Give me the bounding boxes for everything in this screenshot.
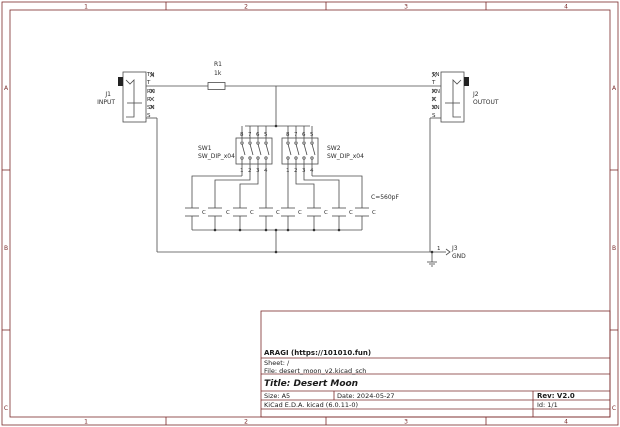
col-label-4-bottom: 4 bbox=[564, 419, 568, 426]
row-label-c-left: C bbox=[4, 405, 8, 412]
tb-id: Id: 1/1 bbox=[537, 401, 558, 409]
capacitor-4-label: C bbox=[276, 210, 280, 216]
title-block: ARAGI (https://101010.fun) Sheet: / File… bbox=[260, 310, 611, 418]
capacitor-wiring bbox=[191, 175, 363, 252]
row-label-b-right: B bbox=[612, 245, 616, 252]
sw2-ref: SW2 bbox=[327, 145, 341, 152]
col-label-3-top: 3 bbox=[404, 4, 408, 11]
j3-value: GND bbox=[452, 253, 466, 260]
r1-ref: R1 bbox=[214, 61, 222, 68]
signal-wires bbox=[146, 85, 441, 267]
tb-tool: KiCad E.D.A. kicad (6.0.11-0) bbox=[264, 401, 358, 409]
tb-size: Size: A5 bbox=[264, 392, 290, 400]
column-zones: 1 2 3 4 1 2 3 4 bbox=[84, 2, 568, 426]
j2-pin-tn: TN bbox=[431, 72, 439, 78]
capacitor-5[interactable]: C bbox=[281, 207, 302, 217]
col-label-3-bottom: 3 bbox=[404, 419, 408, 426]
capacitor-7[interactable]: C bbox=[332, 207, 353, 217]
connector-j3[interactable]: 1 J3 GND bbox=[437, 245, 466, 260]
tb-file: File: desert_moon_v2.kicad_sch bbox=[264, 367, 366, 375]
r1-value: 1k bbox=[214, 70, 222, 77]
col-label-2-bottom: 2 bbox=[244, 419, 248, 426]
jack-j2[interactable]: TN T RN R SN S J2 OUTOUT bbox=[431, 71, 499, 123]
col-label-1-top: 1 bbox=[84, 4, 88, 11]
col-label-2-top: 2 bbox=[244, 4, 248, 11]
junction-dots bbox=[213, 228, 341, 254]
switch-bus bbox=[245, 86, 310, 128]
capacitor-1[interactable]: C bbox=[185, 207, 206, 217]
j1-pin-t: T bbox=[146, 80, 151, 86]
j3-pin-1: 1 bbox=[437, 246, 441, 252]
j2-pin-rn: RN bbox=[432, 89, 440, 95]
j1-value: INPUT bbox=[97, 99, 115, 106]
tb-title: Title: Desert Moon bbox=[264, 379, 358, 389]
j2-pin-t: T bbox=[431, 80, 436, 86]
capacitor-2[interactable]: C bbox=[208, 207, 230, 217]
capacitor-5-label: C bbox=[298, 210, 302, 216]
tb-sheet: Sheet: / bbox=[264, 359, 290, 367]
capacitor-8-label: C bbox=[372, 210, 376, 216]
sw1-value: SW_DIP_x04 bbox=[198, 153, 235, 160]
j1-pin-s: S bbox=[147, 113, 151, 119]
capacitor-2-label: C bbox=[226, 210, 230, 216]
j2-pin-s: S bbox=[432, 113, 436, 119]
capacitor-4[interactable]: C bbox=[259, 207, 280, 217]
j1-pin-tn: TN bbox=[146, 72, 154, 78]
row-label-b-left: B bbox=[4, 245, 8, 252]
j1-ref: J1 bbox=[104, 91, 111, 98]
j1-pin-r: R bbox=[147, 97, 151, 103]
j3-ref: J3 bbox=[451, 245, 458, 252]
capacitor-8[interactable]: C bbox=[355, 207, 376, 217]
row-label-a-right: A bbox=[612, 85, 617, 92]
jack-j1[interactable]: TN T RN R SN S J1 INPUT bbox=[97, 71, 155, 123]
row-label-c-right: C bbox=[612, 405, 616, 412]
capacitor-6-label: C bbox=[324, 210, 328, 216]
capacitor-value-note: C=560pF bbox=[371, 194, 399, 201]
capacitor-1-label: C bbox=[202, 210, 206, 216]
col-label-1-bottom: 1 bbox=[84, 419, 88, 426]
j2-pin-sn: SN bbox=[432, 105, 440, 111]
tb-rev: Rev: V2.0 bbox=[537, 392, 575, 400]
dip-switch-sw1[interactable]: SW1 SW_DIP_x04 8 7 6 5 1 2 3 4 bbox=[198, 126, 273, 176]
j2-value: OUTOUT bbox=[473, 99, 499, 106]
tb-company: ARAGI (https://101010.fun) bbox=[264, 349, 371, 357]
capacitor-3-label: C bbox=[250, 210, 254, 216]
j2-ref: J2 bbox=[472, 91, 479, 98]
tb-date: Date: 2024-05-27 bbox=[337, 392, 395, 400]
resistor-r1[interactable]: R1 1k bbox=[207, 61, 226, 90]
capacitor-7-label: C bbox=[349, 210, 353, 216]
row-label-a-left: A bbox=[4, 85, 9, 92]
sw2-value: SW_DIP_x04 bbox=[327, 153, 364, 160]
sw1-ref: SW1 bbox=[198, 145, 212, 152]
row-zones: A B C A B C bbox=[2, 85, 618, 412]
j2-pin-r: R bbox=[432, 97, 436, 103]
col-label-4-top: 4 bbox=[564, 4, 568, 11]
capacitor-6[interactable]: C bbox=[307, 207, 328, 217]
dip-switch-sw2[interactable]: SW2 SW_DIP_x04 8 7 6 5 1 2 3 4 bbox=[281, 126, 364, 176]
capacitor-3[interactable]: C bbox=[233, 207, 254, 217]
